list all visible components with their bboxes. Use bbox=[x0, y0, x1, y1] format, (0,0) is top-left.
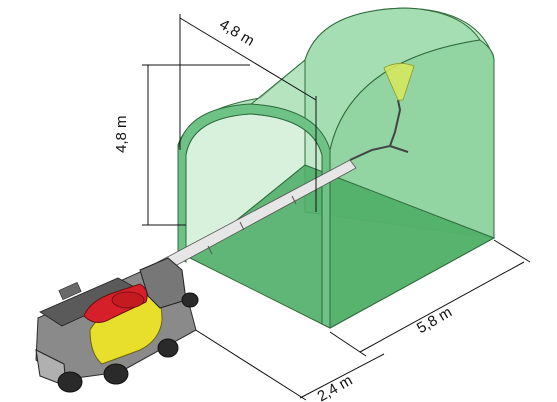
offset-extension-machine bbox=[179, 319, 307, 401]
boom-joint bbox=[291, 195, 297, 205]
length-dimension-line bbox=[359, 261, 525, 353]
spray-cone bbox=[383, 63, 415, 101]
machine-wheel bbox=[157, 338, 179, 358]
tunnel-width-label: 4,8 m bbox=[216, 16, 257, 50]
machine-wheel bbox=[57, 371, 83, 393]
dimension-lines bbox=[142, 14, 531, 401]
shotcrete-machine bbox=[35, 257, 199, 393]
boom-joint bbox=[207, 245, 213, 255]
machine-wheel bbox=[103, 363, 129, 385]
machine-detail bbox=[58, 281, 82, 301]
offset-dimension-line bbox=[299, 353, 385, 399]
offset-distance-label: 2,4 m bbox=[314, 372, 355, 402]
length-extension-front bbox=[329, 331, 367, 357]
tunnel-length-label: 5,8 m bbox=[414, 304, 455, 337]
tunnel-height-label: 4,8 m bbox=[113, 115, 130, 153]
length-extension-back bbox=[493, 239, 531, 263]
machine-red-tank-cap bbox=[111, 291, 145, 309]
spray-nozzle bbox=[349, 99, 409, 161]
machine-wheel bbox=[181, 292, 199, 308]
tunnel-front-arch-line bbox=[185, 113, 323, 324]
boom-joint bbox=[239, 221, 245, 231]
width-dimension-line bbox=[179, 17, 317, 101]
tunnel-model bbox=[177, 7, 496, 329]
